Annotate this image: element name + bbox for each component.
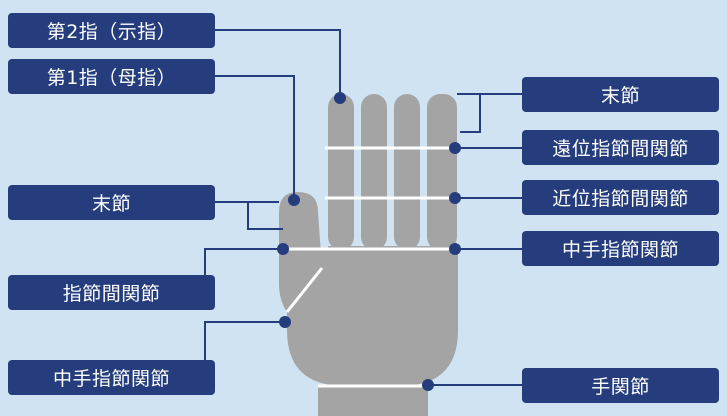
middle-finger: [361, 94, 387, 250]
label-distal-interphalangeal-joint: 遠位指節間関節: [522, 130, 719, 165]
label-interphalangeal-joint: 指節間関節: [8, 275, 215, 310]
thumb-mcp-joint-line: [285, 267, 324, 313]
label-right-metacarpophalangeal-joint: 中手指節関節: [522, 231, 719, 266]
marker-thumb-tip: [288, 194, 300, 206]
leader-left-distal: [215, 201, 283, 230]
leader-right-distal: [457, 93, 481, 133]
leader-left-mcp: [204, 321, 285, 378]
marker-thumb-ip: [277, 243, 289, 255]
leader-thumb: [215, 75, 295, 198]
label-left-distal-phalanx: 末節: [8, 185, 215, 220]
label-right-distal-phalanx: 末節: [522, 77, 719, 112]
marker-wrist: [422, 379, 434, 391]
label-thumb: 第1指（母指）: [8, 59, 215, 94]
marker-index-tip: [334, 92, 346, 104]
index-finger: [328, 94, 354, 250]
ring-finger: [394, 94, 420, 250]
label-index-finger: 第2指（示指）: [8, 13, 215, 48]
marker-dip: [449, 142, 461, 154]
palm: [287, 246, 458, 386]
label-left-metacarpophalangeal-joint: 中手指節関節: [8, 360, 215, 395]
little-finger: [427, 94, 457, 250]
thumb-shape: [279, 192, 322, 312]
marker-pip: [449, 192, 461, 204]
joint-markers: [277, 92, 461, 391]
marker-mcp: [449, 243, 461, 255]
forearm: [318, 386, 428, 416]
leader-left-ip: [204, 248, 283, 292]
joint-lines: [279, 146, 460, 388]
marker-thumb-mcp: [279, 316, 291, 328]
label-proximal-interphalangeal-joint: 近位指節間関節: [522, 180, 719, 215]
label-wrist-joint: 手関節: [522, 368, 719, 403]
hand-silhouette: [279, 94, 458, 416]
leader-index-finger: [215, 29, 341, 98]
